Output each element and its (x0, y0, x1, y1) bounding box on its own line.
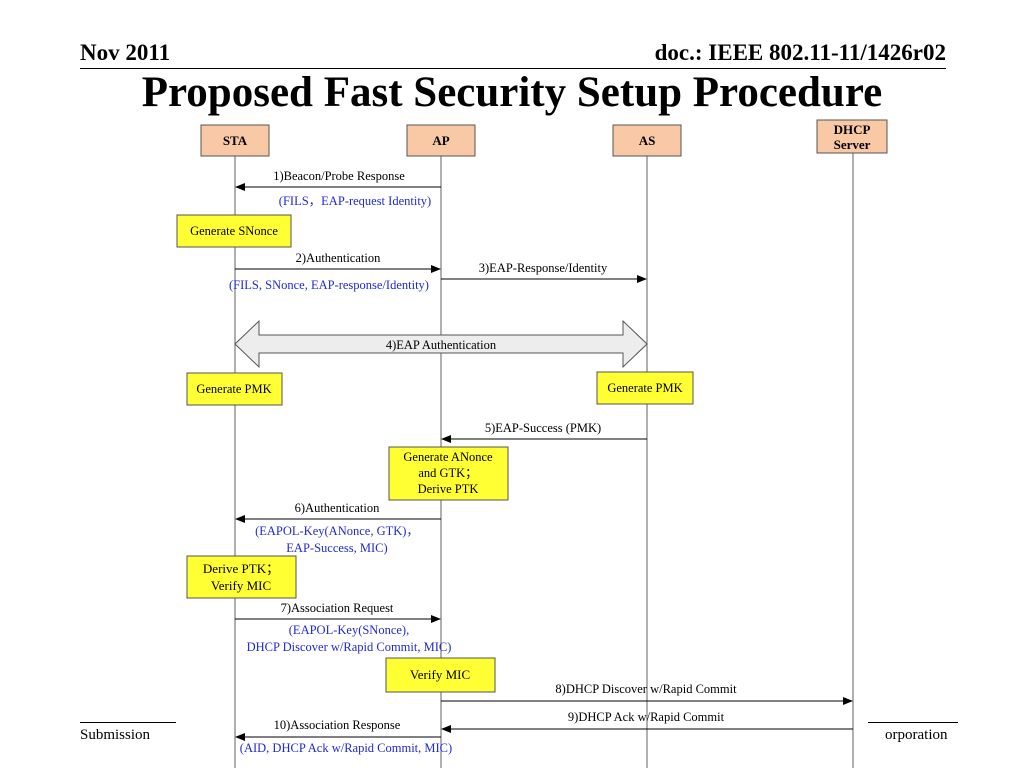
process-generate-anonce: Generate ANonce and GTK； Derive PTK (388, 446, 509, 501)
entity-sta: STA (200, 124, 270, 157)
msg-1-detail: (FILS，EAP-request Identity) (279, 194, 431, 208)
entity-ap-label: AP (432, 133, 449, 148)
entity-ap: AP (406, 124, 476, 157)
slide-title: Proposed Fast Security Setup Procedure (141, 69, 883, 116)
entity-dhcp-server: DHCP Server (816, 119, 888, 154)
msg-3-label: 3)EAP-Response/Identity (479, 261, 608, 275)
msg-2-detail: (FILS, SNonce, EAP-response/Identity) (229, 278, 429, 292)
footer-affiliation: orporation (885, 727, 948, 743)
process-generate-pmk-as-label: Generate PMK (607, 381, 682, 395)
msg-5-label: 5)EAP-Success (PMK) (485, 421, 601, 435)
msg-9-label: 9)DHCP Ack w/Rapid Commit (568, 710, 725, 724)
msg-10-detail: (AID, DHCP Ack w/Rapid Commit, MIC) (240, 741, 452, 755)
header-date: Nov 2011 (80, 40, 171, 65)
process-derive-ptk-line-1: Derive PTK； (203, 561, 279, 577)
process-generate-pmk-as: Generate PMK (596, 371, 694, 405)
header-rule (80, 68, 946, 69)
msg-7-detail-1: (EAPOL-Key(SNonce), (289, 623, 409, 637)
process-generate-snonce: Generate SNonce (176, 214, 292, 248)
process-generate-snonce-label: Generate SNonce (190, 224, 278, 238)
msg-1-label: 1)Beacon/Probe Response (273, 169, 405, 183)
process-generate-pmk-sta: Generate PMK (186, 372, 283, 406)
process-verify-mic-label: Verify MIC (410, 667, 470, 682)
msg-10-label: 10)Association Response (274, 718, 401, 732)
footer-rule-left (80, 722, 176, 723)
footer-submission: Submission (80, 727, 151, 743)
entity-as: AS (612, 124, 682, 157)
process-generate-anonce-line-2: and GTK； (418, 466, 477, 480)
process-verify-mic: Verify MIC (385, 657, 496, 693)
process-derive-ptk-line-2: Verify MIC (211, 578, 271, 593)
process-generate-anonce-line-3: Derive PTK (418, 482, 479, 496)
msg-6-detail-2: EAP-Success, MIC) (286, 541, 387, 555)
footer-rule-right (868, 722, 958, 723)
msg-4-double-arrow (234, 319, 648, 369)
process-derive-ptk: Derive PTK； Verify MIC (186, 555, 297, 599)
msg-7-detail-2: DHCP Discover w/Rapid Commit, MIC) (247, 640, 452, 654)
msg-6-detail-1: (EAPOL-Key(ANonce, GTK)， (255, 524, 419, 538)
entity-dhcp-label-1: DHCP (834, 122, 871, 137)
entity-sta-label: STA (223, 133, 248, 148)
msg-6-label: 6)Authentication (295, 501, 380, 515)
header-doc-id: doc.: IEEE 802.11-11/1426r02 (654, 40, 946, 65)
process-generate-pmk-sta-label: Generate PMK (196, 382, 271, 396)
entity-dhcp-label-2: Server (834, 137, 871, 152)
process-generate-anonce-line-1: Generate ANonce (403, 450, 493, 464)
msg-7-label: 7)Association Request (281, 601, 394, 615)
msg-2-label: 2)Authentication (296, 251, 381, 265)
entity-as-label: AS (639, 133, 656, 148)
msg-8-label: 8)DHCP Discover w/Rapid Commit (555, 682, 737, 696)
msg-4-label: 4)EAP Authentication (386, 338, 497, 352)
